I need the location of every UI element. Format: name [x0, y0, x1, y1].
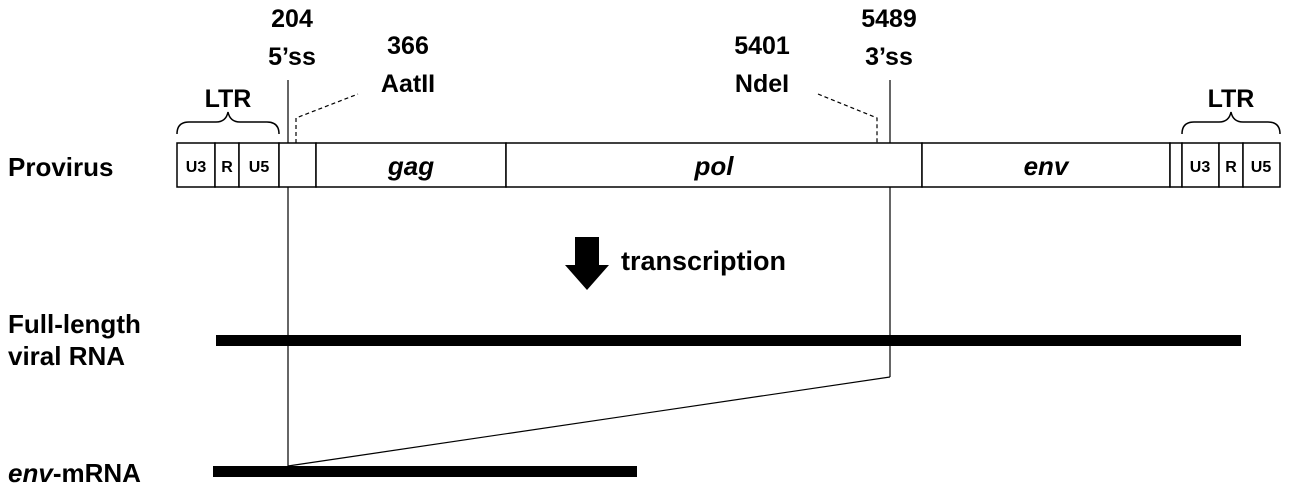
full-length-label-line1: Full-length — [8, 309, 141, 339]
segment-leader — [278, 142, 317, 188]
env-mrna-label-italic: env — [8, 458, 54, 488]
env-mrna-label: env-mRNA — [8, 458, 141, 488]
segment-u3-left-label: U3 — [186, 159, 207, 176]
splice-junction-line — [287, 376, 891, 467]
ss3-position-label: 5489 — [861, 5, 917, 33]
segment-pol — [505, 142, 923, 188]
env-mrna-bar — [213, 466, 637, 477]
segment-r-left — [214, 142, 240, 188]
segment-r-left-label: R — [221, 159, 233, 176]
segment-gag — [315, 142, 507, 188]
segment-u5-right — [1242, 142, 1281, 188]
ltr-right-brace — [1181, 111, 1281, 135]
segment-u3-right — [1181, 142, 1220, 188]
segment-spacer-right — [1169, 142, 1183, 188]
ss3-name-label: 3’ss — [865, 43, 913, 71]
provirus-label: Provirus — [8, 152, 114, 182]
ss5-name-label: 5’ss — [268, 43, 316, 71]
aatii-name-label: AatII — [381, 70, 435, 98]
env-mrna-label-rest: -mRNA — [53, 458, 141, 488]
segment-u5-right-label: U5 — [1251, 159, 1272, 176]
segment-env — [921, 142, 1171, 188]
ltr-right-label: LTR — [1208, 85, 1255, 113]
aatii-position-label: 366 — [387, 32, 429, 60]
segment-u5-left — [238, 142, 280, 188]
segment-u3-left — [176, 142, 216, 188]
segment-gag-label: gag — [387, 151, 434, 181]
transcription-label: transcription — [621, 246, 786, 276]
ndei-position-label: 5401 — [734, 32, 790, 60]
full-length-rna-bar — [216, 335, 1241, 346]
segment-u3-right-label: U3 — [1190, 159, 1211, 176]
full-length-label-line2: viral RNA — [8, 341, 125, 371]
aatii-leader-line — [295, 93, 359, 143]
ndei-leader-line — [817, 93, 878, 143]
provirus-bar — [176, 142, 1281, 188]
segment-env-label: env — [1024, 151, 1070, 181]
segment-u5-left-label: U5 — [249, 159, 270, 176]
ltr-left-brace — [176, 111, 280, 135]
segment-r-right-label: R — [1225, 159, 1237, 176]
transcription-arrow-icon — [565, 237, 609, 290]
segment-pol-label: pol — [694, 151, 735, 181]
ltr-left-label: LTR — [205, 85, 252, 113]
ndei-name-label: NdeI — [735, 70, 789, 98]
ss5-position-label: 204 — [271, 5, 313, 33]
